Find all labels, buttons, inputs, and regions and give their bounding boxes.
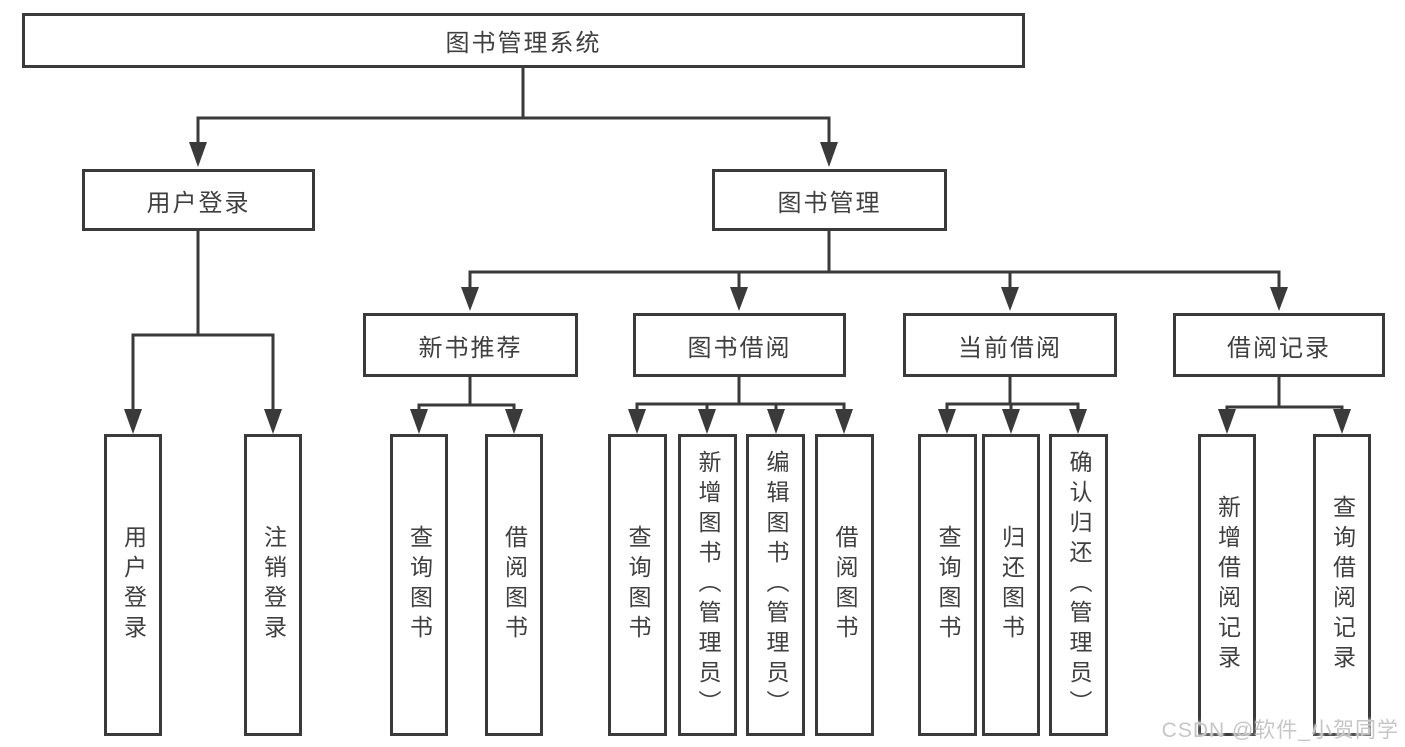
node-book-borrowing: 图书借阅 [633, 313, 846, 377]
connector-book-management-to-modules [461, 229, 1288, 311]
connector-current-borrowing-to-leaves [938, 375, 1087, 434]
leaf-confirm-return-admin: 确认归还（管理员） [1049, 434, 1108, 736]
leaf-borrow-books: 借阅图书 [815, 434, 874, 736]
connector-borrow-records-to-leaves [1218, 375, 1351, 434]
leaf-user-login: 用户登录 [104, 434, 162, 736]
csdn-watermark: CSDN @软件_小贺同学 [1161, 719, 1399, 742]
node-book-management: 图书管理 [712, 169, 947, 231]
node-user-login: 用户登录 [82, 169, 315, 231]
connector-book-borrowing-to-leaves [628, 375, 853, 434]
leaf-new-books-borrow: 借阅图书 [485, 434, 543, 736]
leaf-logout: 注销登录 [244, 434, 302, 736]
connector-user-login-to-leaves [124, 229, 282, 434]
leaf-borrow-query-books: 查询图书 [608, 434, 667, 736]
leaf-add-books-admin: 新增图书（管理员） [678, 434, 737, 736]
connector-root-to-branches [189, 66, 838, 167]
node-borrow-records: 借阅记录 [1173, 313, 1385, 377]
leaf-return-books: 归还图书 [982, 434, 1040, 736]
leaf-new-books-query: 查询图书 [390, 434, 448, 736]
node-root: 图书管理系统 [22, 13, 1025, 68]
leaf-add-borrow-record: 新增借阅记录 [1198, 434, 1256, 736]
node-new-books: 新书推荐 [363, 313, 578, 377]
leaf-query-borrow-record: 查询借阅记录 [1313, 434, 1371, 736]
leaf-current-query-books: 查询图书 [918, 434, 977, 736]
node-current-borrowing: 当前借阅 [903, 313, 1117, 377]
leaf-edit-books-admin: 编辑图书（管理员） [746, 434, 805, 736]
connector-new-books-to-leaves [410, 375, 523, 434]
